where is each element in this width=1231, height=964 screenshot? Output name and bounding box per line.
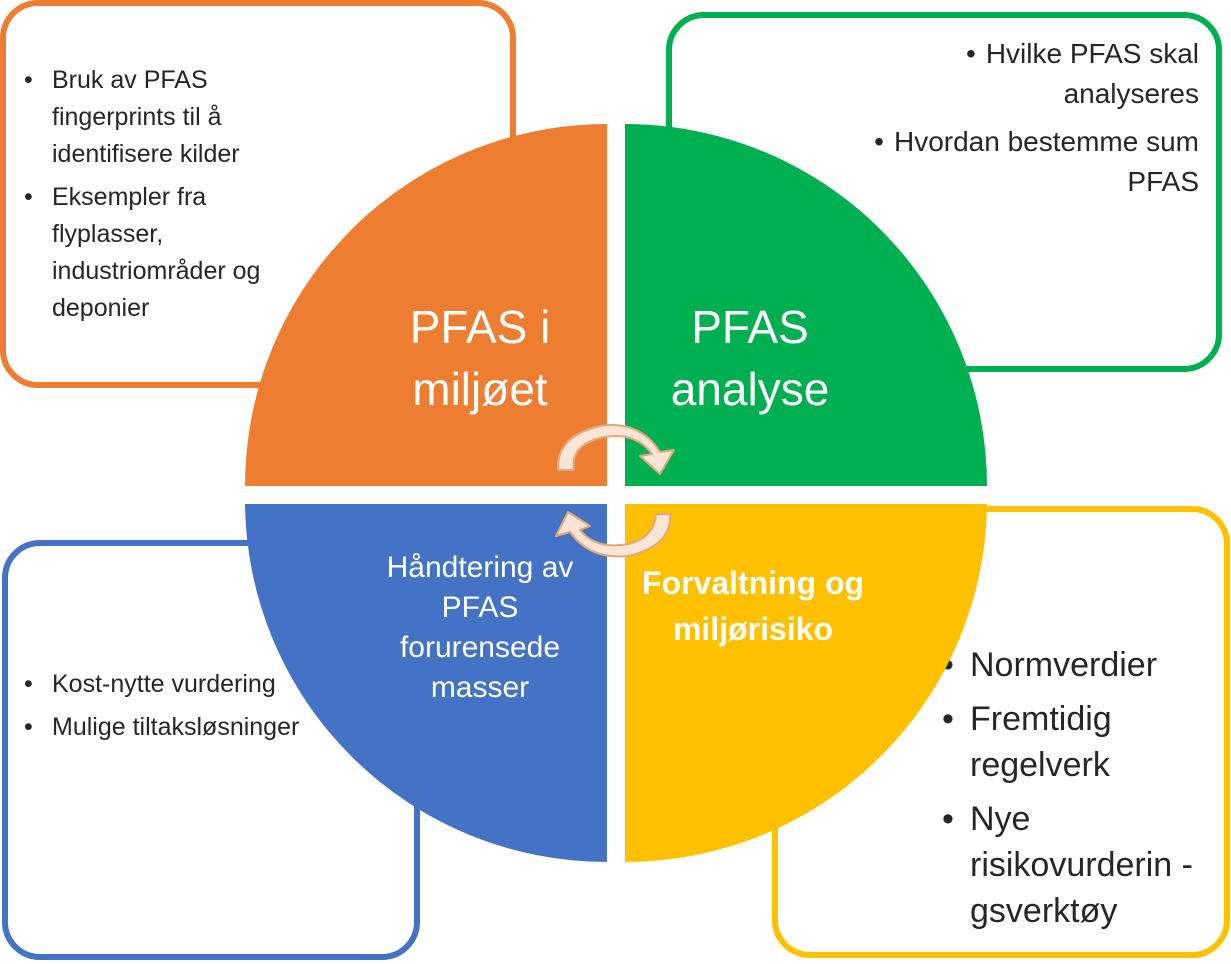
bullet-item: Hvilke PFAS skal analyseres bbox=[859, 34, 1199, 114]
quadrant-title-management: Forvaltning og miljørisiko bbox=[641, 565, 865, 647]
bullet-item: Normverdier bbox=[940, 642, 1230, 688]
quadrant-analysis bbox=[625, 124, 987, 486]
bullet-list-environment: Bruk av PFAS fingerprints til å identifi… bbox=[22, 62, 322, 333]
circular-arrows-icon bbox=[555, 424, 675, 558]
quadrant-environment bbox=[245, 124, 607, 486]
quadrant-management bbox=[625, 504, 987, 862]
bullet-item: Hvordan bestemme sum PFAS bbox=[859, 122, 1199, 202]
bullet-item: Eksempler fra flyplasser, industriområde… bbox=[22, 179, 322, 327]
bullet-list-handling: Kost-nytte vurdering Mulige tiltaksløsni… bbox=[22, 666, 322, 752]
bullet-item: Kost-nytte vurdering bbox=[22, 666, 322, 703]
quadrant-title-analysis: PFAS analyse bbox=[670, 301, 830, 415]
quadrant-title-handling: Håndtering av PFAS forurensede masser bbox=[386, 551, 574, 704]
bullet-list-management: Normverdier Fremtidig regelverk Nye risi… bbox=[940, 642, 1230, 942]
quadrant-handling bbox=[245, 504, 607, 862]
bullet-item: Nye risikovurderin -gsverktøy bbox=[940, 796, 1230, 934]
bullet-item: Mulige tiltaksløsninger bbox=[22, 709, 322, 746]
bullet-item: Fremtidig regelverk bbox=[940, 696, 1230, 788]
bullet-item: Bruk av PFAS fingerprints til å identifi… bbox=[22, 62, 322, 173]
quadrant-title-environment: PFAS i miljøet bbox=[409, 301, 551, 415]
bullet-list-analysis: Hvilke PFAS skal analyseres Hvordan best… bbox=[859, 34, 1199, 210]
